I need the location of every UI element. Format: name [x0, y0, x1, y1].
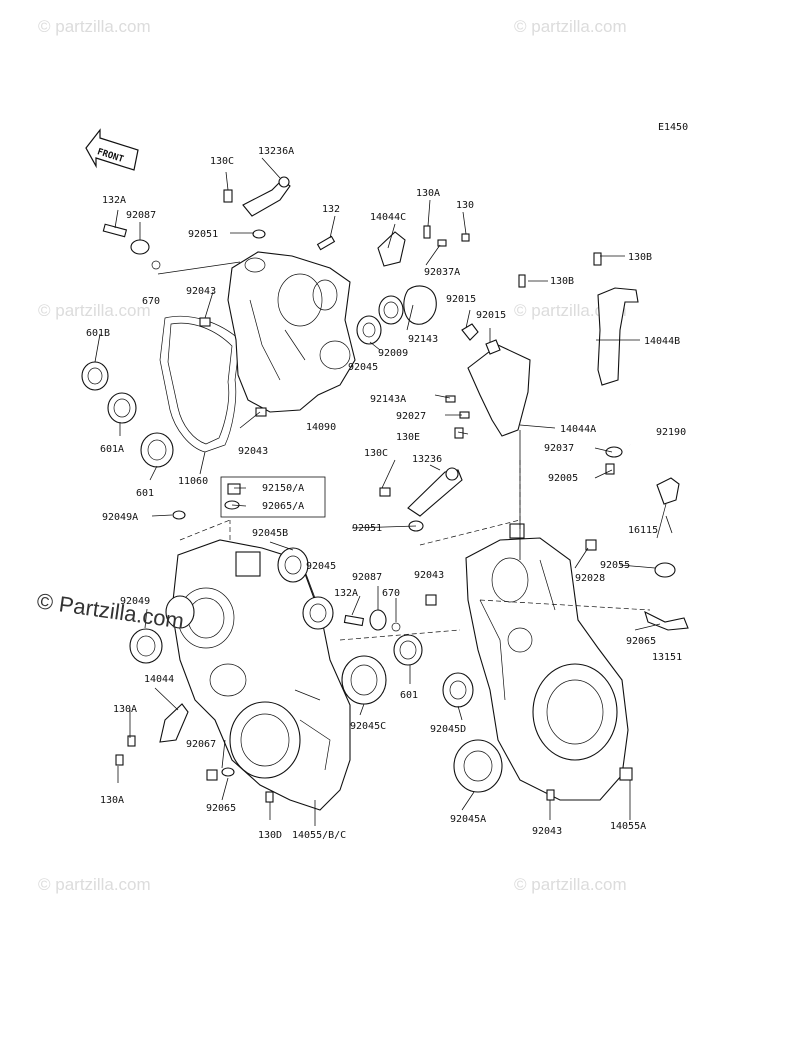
part-label: 92045D [430, 724, 466, 735]
part-label: 130A [113, 704, 137, 715]
part-label: 14055A [610, 821, 646, 832]
part-label: 92045C [350, 721, 386, 732]
part-label: 92150/A [262, 483, 304, 494]
part-label: 92067 [186, 739, 216, 750]
front-arrow-icon: FRONT [85, 128, 139, 171]
part-label: 92087 [352, 572, 382, 583]
part-label: 92027 [396, 411, 426, 422]
part-label: 92043 [414, 570, 444, 581]
part-label: 92055 [600, 560, 630, 571]
part-label: 92037A [424, 267, 460, 278]
part-label: 14044 [144, 674, 174, 685]
part-label: 130B [550, 276, 574, 287]
part-label: 130 [456, 200, 474, 211]
leader-lines [94, 157, 673, 826]
watermark: © partzilla.com [38, 875, 151, 894]
part-label: 92045B [252, 528, 288, 539]
label-box [220, 476, 326, 518]
part-label: 92037 [544, 443, 574, 454]
part-label: 92051 [352, 523, 382, 534]
part-label: 14044B [644, 336, 680, 347]
left-crankcase [115, 483, 423, 811]
right-crankcase [425, 523, 689, 801]
part-label: 132 [322, 204, 340, 215]
part-label: 601B [86, 328, 110, 339]
part-label: 601 [400, 690, 418, 701]
part-label: 92043 [238, 446, 268, 457]
watermark-layer: © partzilla.com © partzilla.com © partzi… [38, 17, 627, 894]
part-label: 92043 [532, 826, 562, 837]
part-label: 92028 [575, 573, 605, 584]
watermark: © partzilla.com [38, 301, 151, 320]
bracket-assembly-right [445, 252, 680, 578]
part-label: 601 [136, 488, 154, 499]
part-label: 92065/A [262, 501, 304, 512]
part-label: 132A [102, 195, 126, 206]
part-label: 92051 [188, 229, 218, 240]
part-label: 92049A [102, 512, 138, 523]
part-label: 130E [396, 432, 420, 443]
part-label: 130C [210, 156, 234, 167]
part-label: 13236A [258, 146, 294, 157]
part-label: 132A [334, 588, 358, 599]
part-labels: 130C 13236A 132A 92087 92051 132 14044C … [86, 146, 686, 841]
part-label: 92143 [408, 334, 438, 345]
part-label: 13151 [652, 652, 682, 663]
watermark: © partzilla.com [38, 17, 151, 36]
part-label: 14090 [306, 422, 336, 433]
part-label: 92043 [186, 286, 216, 297]
part-label: 670 [142, 296, 160, 307]
part-label: 130A [416, 188, 440, 199]
part-label: 92005 [548, 473, 578, 484]
part-label: 92045A [450, 814, 486, 825]
part-label: 14044C [370, 212, 406, 223]
shift-arm-mid [379, 467, 463, 532]
part-label: 92045 [348, 362, 378, 373]
part-label: 92015 [476, 310, 506, 321]
part-label: 130B [628, 252, 652, 263]
part-label: 601A [100, 444, 124, 455]
diagram-ref-code: E1450 [658, 122, 688, 133]
part-label: 92065 [626, 636, 656, 647]
part-label: 92015 [446, 294, 476, 305]
part-label: 670 [382, 588, 400, 599]
part-label: 11060 [178, 476, 208, 487]
part-label: 92009 [378, 348, 408, 359]
part-label: 16115 [628, 525, 658, 536]
part-label: 14044A [560, 424, 596, 435]
part-label: 92190 [656, 427, 686, 438]
part-label: 92045 [306, 561, 336, 572]
part-label: 92049 [120, 596, 150, 607]
part-label: 130A [100, 795, 124, 806]
watermark: © partzilla.com [514, 17, 627, 36]
upper-cover-assembly [81, 176, 470, 468]
part-label: 14055/B/C [292, 830, 346, 841]
watermark: © partzilla.com [514, 875, 627, 894]
watermark-main: © Partzilla.com [35, 588, 185, 633]
part-label: 92143A [370, 394, 406, 405]
part-label: 92087 [126, 210, 156, 221]
part-label: 130C [364, 448, 388, 459]
part-label: 13236 [412, 454, 442, 465]
part-label: 92065 [206, 803, 236, 814]
part-label: 130D [258, 830, 282, 841]
